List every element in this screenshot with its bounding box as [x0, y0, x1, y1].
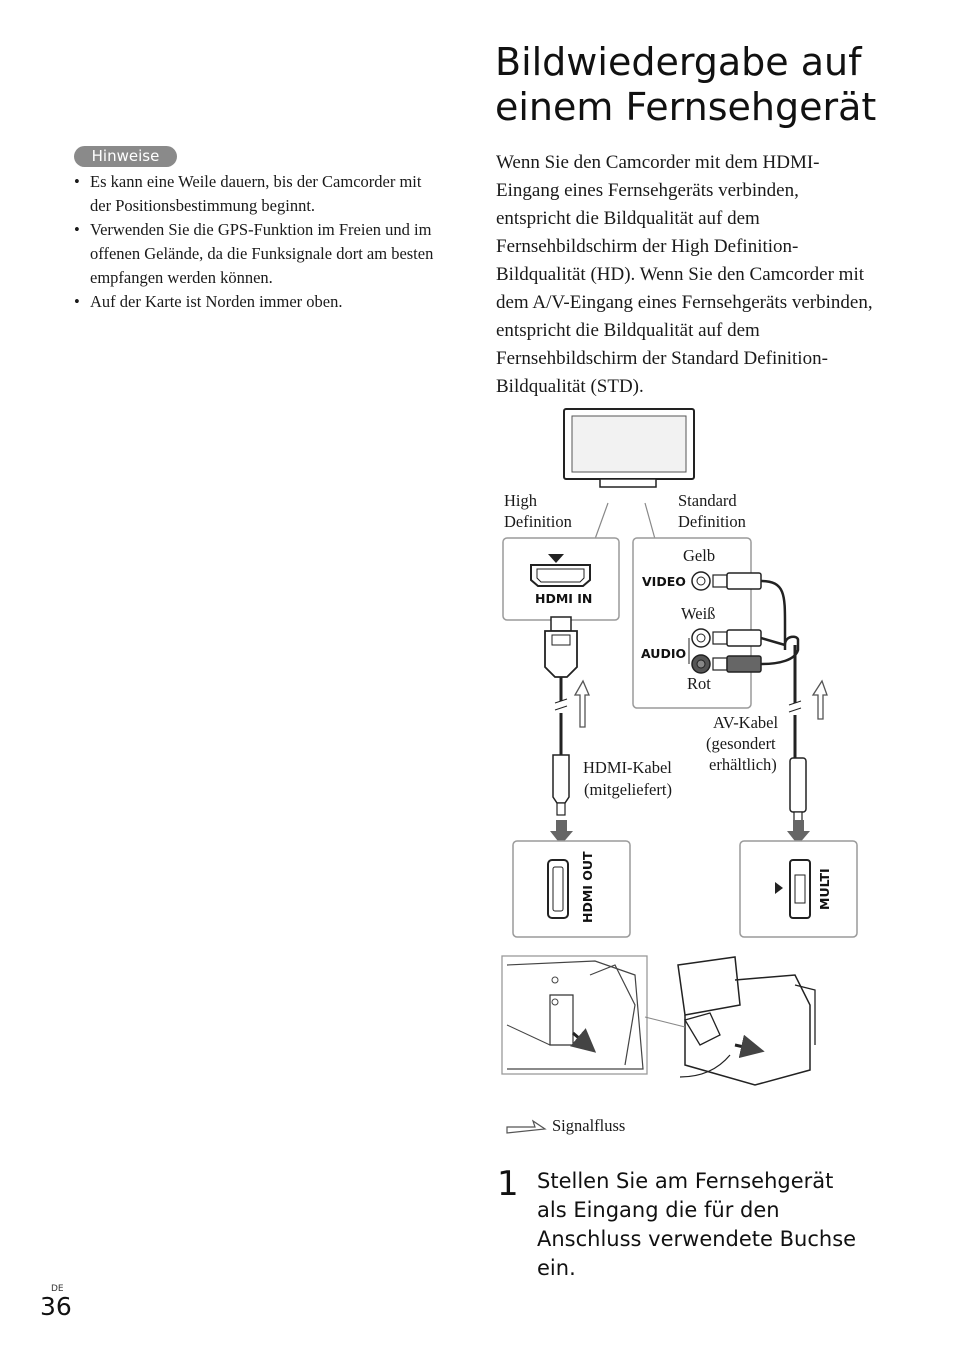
camcorder-icon — [644, 956, 816, 1086]
notes-badge: Hinweise — [74, 146, 177, 167]
hd-label-line2: Definition — [504, 512, 572, 531]
rca-plugs — [712, 572, 807, 823]
signal-flow-arrow-icon — [506, 1119, 547, 1134]
rot-label: Rot — [687, 674, 711, 693]
connection-diagram: High Definition Standard Definition HDMI… — [501, 408, 858, 1135]
audio-label: AUDIO — [641, 646, 686, 661]
av-cable-label-2: (gesondert — [706, 734, 776, 753]
weiss-label: Weiß — [681, 604, 715, 623]
sd-label-line1: Standard — [678, 491, 737, 510]
camcorder-closeup — [501, 955, 648, 1075]
tv-icon — [563, 408, 695, 488]
hdmi-out-label: HDMI OUT — [580, 851, 595, 923]
av-cable-label-1: AV-Kabel — [713, 713, 778, 732]
video-label: VIDEO — [642, 574, 686, 589]
page-number: 36 — [40, 1292, 72, 1321]
list-item: Verwenden Sie die GPS-Funktion im Freien… — [74, 218, 444, 290]
page-title: Bildwiedergabe auf einem Fernsehgerät — [495, 40, 877, 129]
multi-panel: MULTI — [739, 840, 858, 938]
step-number: 1 — [497, 1164, 519, 1204]
hdmi-cable — [544, 616, 578, 816]
gelb-label: Gelb — [683, 546, 715, 565]
language-code: DE — [51, 1284, 64, 1294]
step-text: Stellen Sie am Fernsehgerät als Eingang … — [537, 1169, 857, 1280]
hdmi-cable-label-1: HDMI-Kabel — [583, 758, 672, 777]
hdmi-in-panel: HDMI IN — [502, 537, 620, 621]
multi-label: MULTI — [817, 868, 832, 910]
notes-list: Es kann eine Weile dauern, bis der Camco… — [74, 170, 444, 314]
intro-paragraph: Wenn Sie den Camcorder mit dem HDMI-Eing… — [496, 152, 873, 397]
list-item: Auf der Karte ist Norden immer oben. — [74, 290, 444, 314]
list-item: Es kann eine Weile dauern, bis der Camco… — [74, 170, 444, 218]
av-cable-label-3: erhältlich) — [709, 755, 777, 774]
hdmi-cable-label-2: (mitgeliefert) — [584, 780, 672, 799]
sd-label-line2: Definition — [678, 512, 746, 531]
hd-label-line1: High — [504, 491, 538, 510]
signal-flow-label: Signalfluss — [552, 1116, 625, 1135]
hdmi-out-panel: HDMI OUT — [512, 840, 631, 938]
hdmi-in-label: HDMI IN — [535, 591, 592, 606]
av-input-panel: Gelb VIDEO Weiß AUDIO Rot — [632, 537, 752, 709]
